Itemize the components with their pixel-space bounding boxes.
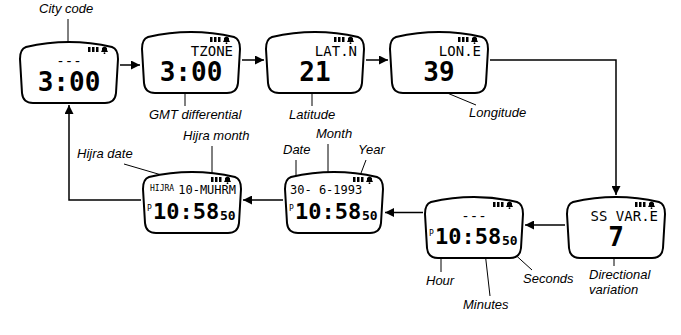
status-icons	[493, 202, 513, 210]
display-outline	[141, 165, 243, 235]
callout-label: Latitude	[288, 108, 336, 123]
status-icons	[635, 202, 655, 210]
flow-arrow	[69, 105, 141, 200]
callout-label: Longitude	[468, 106, 527, 121]
lcd-text: HIJRA	[150, 185, 174, 193]
callout-label: Hour	[425, 274, 455, 289]
callout-label: Seconds	[522, 272, 575, 287]
lcd-text: 3:00	[140, 59, 242, 85]
lcd-text: P	[147, 205, 152, 213]
callout-label: Minutes	[462, 298, 510, 313]
lcd-text: 50	[362, 209, 378, 222]
lcd-text: 3:00	[18, 69, 120, 95]
watch-display: LON.E39	[388, 25, 490, 95]
lcd-text: P	[429, 230, 434, 238]
watch-display: LAT.N21	[264, 25, 366, 95]
flow-arrow	[490, 60, 616, 195]
watch-display: --- P10:5850	[423, 190, 525, 260]
watch-display: HIJRA 10-MUHRM P10:5850	[141, 165, 243, 235]
flow-arrow	[366, 59, 388, 61]
flow-arrow	[525, 224, 565, 226]
status-icons	[88, 47, 108, 55]
flow-arrow	[242, 59, 264, 61]
lcd-text: 39	[388, 59, 490, 85]
flow-arrow	[385, 212, 423, 214]
lcd-text: ---	[18, 54, 120, 68]
status-icons	[211, 177, 231, 185]
lcd-text: 7	[565, 224, 667, 250]
lcd-text: TZONE	[191, 44, 233, 58]
watch-display: 30- 6-1993P10:5850	[283, 165, 385, 235]
lcd-text: 30- 6-1993	[290, 184, 362, 196]
callout-label: Hijra date	[76, 147, 134, 162]
lcd-text: SS VAR.E	[591, 209, 658, 223]
status-icons	[353, 177, 373, 185]
callout-label: Directional variation	[588, 268, 666, 298]
lcd-text: 50	[220, 209, 236, 222]
watch-display: TZONE3:00	[140, 25, 242, 95]
callout-label: GMT differential	[148, 108, 242, 123]
lcd-text: 50	[502, 234, 518, 247]
lcd-text: 21	[264, 59, 366, 85]
callout-label: City code	[38, 2, 94, 17]
lcd-text: LON.E	[439, 44, 481, 58]
watch-display: ---3:00	[18, 35, 120, 105]
display-outline	[283, 165, 385, 235]
status-icons	[210, 37, 230, 45]
status-icons	[458, 37, 478, 45]
display-outline	[423, 190, 525, 260]
lcd-text: 10:58	[153, 201, 219, 223]
lcd-text: P	[289, 205, 294, 213]
lcd-text: ---	[423, 209, 525, 223]
flow-arrow	[120, 64, 140, 66]
lcd-text: 10:58	[435, 226, 501, 248]
lcd-text: 10:58	[295, 201, 361, 223]
callout-label: Hijra month	[182, 129, 250, 144]
callout-label: Date	[282, 143, 311, 158]
flow-arrow	[243, 199, 283, 201]
watch-display: SS VAR.E7	[565, 190, 667, 260]
status-icons	[334, 37, 354, 45]
callout-label: Month	[315, 127, 353, 142]
callout-label: Year	[357, 143, 386, 158]
lcd-text: LAT.N	[315, 44, 357, 58]
lcd-text: 10-MUHRM	[178, 184, 236, 196]
